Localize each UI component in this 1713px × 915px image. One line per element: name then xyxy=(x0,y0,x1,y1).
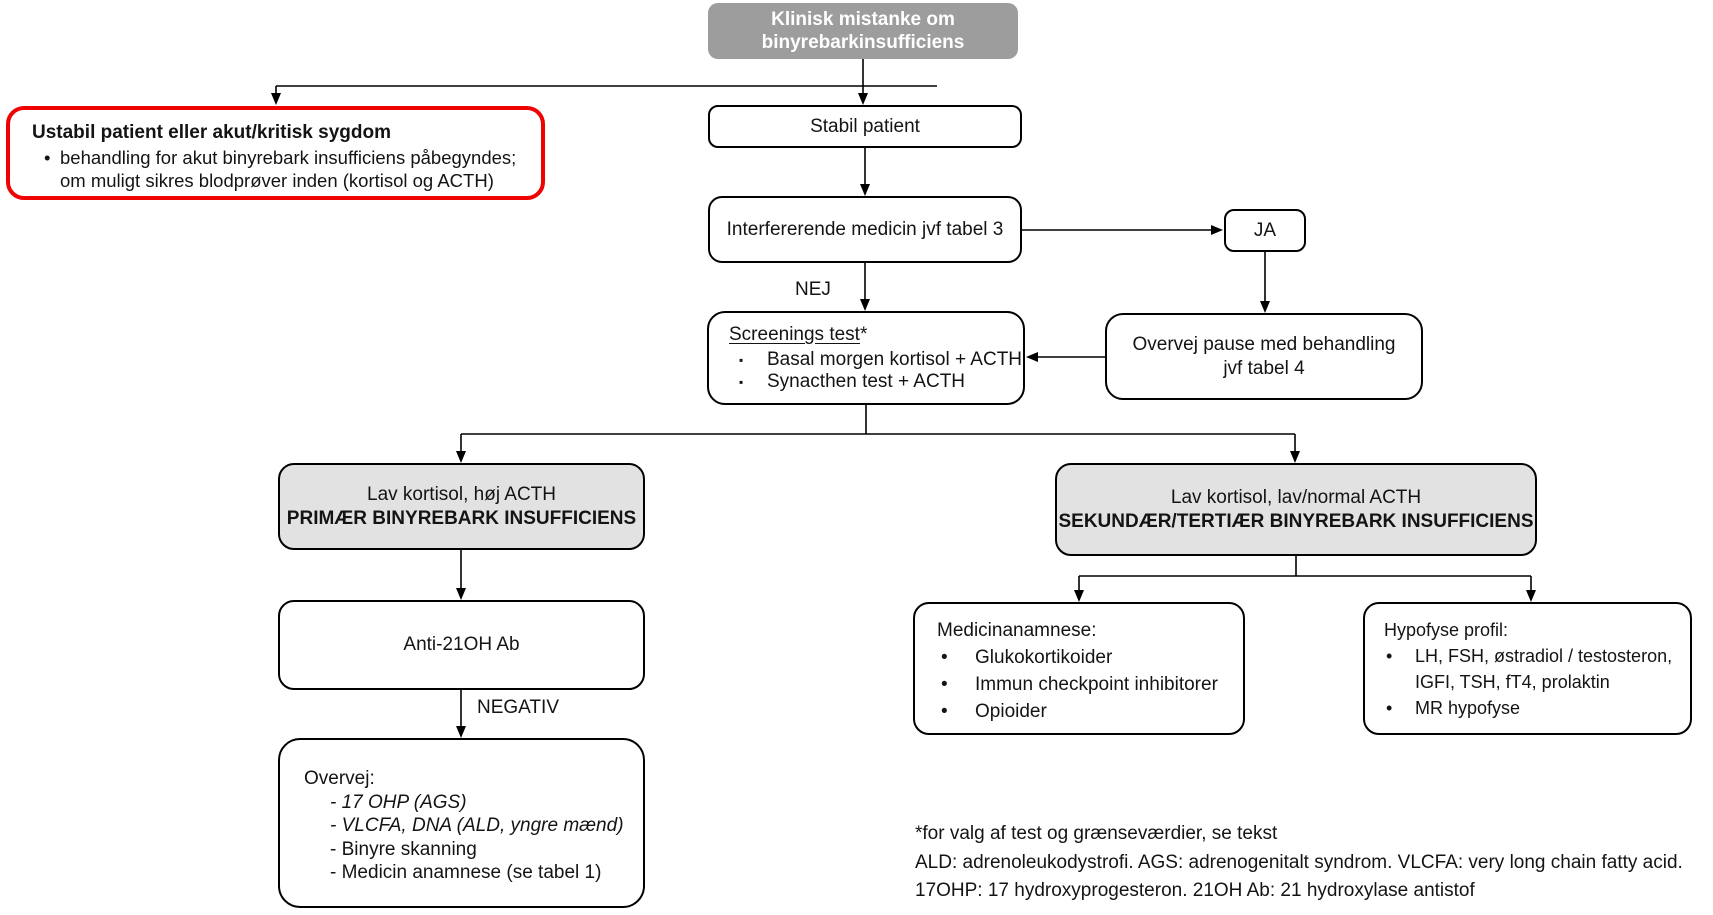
unstable-line2: om muligt sikres blodprøver inden (korti… xyxy=(60,169,494,191)
bullet-dot-icon: • xyxy=(941,701,948,722)
bullet-dot-icon: • xyxy=(1386,698,1393,718)
stable-label: Stabil patient xyxy=(810,115,920,137)
node-screening-test: Screenings test* ▪ Basal morgen kortisol… xyxy=(707,311,1025,405)
node-ja: JA xyxy=(1224,209,1306,252)
unstable-title: Ustabil patient eller akut/kritisk sygdo… xyxy=(32,122,391,143)
unstable-bullet: • behandling for akut binyrebark insuffi… xyxy=(32,147,535,192)
node-clinical-suspicion-label: Klinisk mistanke om binyrebarkinsufficie… xyxy=(761,8,965,53)
bullet-square-icon: ▪ xyxy=(739,375,744,390)
consider-item: - 17 OHP (AGS) xyxy=(330,791,467,813)
secondary-line1: Lav kortisol, lav/normal ACTH xyxy=(1170,487,1422,509)
interfering-label: Interfererende medicin jvf tabel 3 xyxy=(726,218,1004,240)
pituitary-title: Hypofyse profil: xyxy=(1384,620,1509,640)
node-primary-insufficiency: Lav kortisol, høj ACTH PRIMÆR BINYREBARK… xyxy=(278,463,645,550)
negativ-label: NEGATIV xyxy=(477,697,559,718)
node-interfering-medication: Interfererende medicin jvf tabel 3 xyxy=(708,196,1022,263)
node-anti-21oh-ab: Anti-21OH Ab xyxy=(278,600,645,690)
medication-item: • Glukokortikoider xyxy=(937,644,1239,671)
bullet-dot-icon: • xyxy=(1386,646,1393,666)
screening-item: ▪ Basal morgen kortisol + ACTH xyxy=(729,349,1022,371)
anti-21oh-label: Anti-21OH Ab xyxy=(403,634,520,656)
pituitary-item: • MR hypofyse xyxy=(1384,695,1688,721)
screening-title: Screenings test* xyxy=(729,324,868,345)
node-consider: Overvej: - 17 OHP (AGS) - VLCFA, DNA (AL… xyxy=(278,738,645,908)
node-stable-patient: Stabil patient xyxy=(708,105,1022,148)
footnote-line3: 17OHP: 17 hydroxyprogesteron. 21OH Ab: 2… xyxy=(915,880,1475,901)
consider-title: Overvej: xyxy=(304,768,375,789)
bullet-dot-icon: • xyxy=(44,147,51,169)
node-clinical-suspicion: Klinisk mistanke om binyrebarkinsufficie… xyxy=(708,3,1018,59)
footnote: *for valg af test og grænseværdier, se t… xyxy=(915,820,1683,906)
node-pituitary-profile: Hypofyse profil: • LH, FSH, østradiol / … xyxy=(1363,602,1692,735)
primary-line1: Lav kortisol, høj ACTH xyxy=(367,484,556,506)
pause-line1: Overvej pause med behandling xyxy=(1132,334,1396,356)
primary-line2: PRIMÆR BINYREBARK INSUFFICIENS xyxy=(286,507,637,529)
node-secondary-insufficiency: Lav kortisol, lav/normal ACTH SEKUNDÆR/T… xyxy=(1055,463,1537,556)
medication-item: • Opioider xyxy=(937,698,1239,725)
node-pause-treatment: Overvej pause med behandling jvf tabel 4 xyxy=(1105,313,1423,400)
nej-label: NEJ xyxy=(795,279,831,300)
bullet-square-icon: ▪ xyxy=(739,353,744,368)
pause-line2: jvf tabel 4 xyxy=(1223,357,1305,379)
medication-item: • Immun checkpoint inhibitorer xyxy=(937,671,1239,698)
unstable-line1: behandling for akut binyrebark insuffici… xyxy=(60,147,517,169)
medication-title: Medicinanamnese: xyxy=(937,620,1097,641)
screening-item: ▪ Synacthen test + ACTH xyxy=(729,371,1019,393)
bullet-dot-icon: • xyxy=(941,674,948,695)
pituitary-item: • LH, FSH, østradiol / testosteron, IGFI… xyxy=(1384,643,1688,695)
consider-items: - 17 OHP (AGS) - VLCFA, DNA (ALD, yngre … xyxy=(330,791,639,885)
ja-label: JA xyxy=(1253,219,1277,241)
consider-item: - VLCFA, DNA (ALD, yngre mænd) xyxy=(330,815,624,836)
unstable-text: behandling for akut binyrebark insuffici… xyxy=(60,147,516,192)
node-medication-history: Medicinanamnese: • Glukokortikoider • Im… xyxy=(913,602,1245,735)
node-unstable-patient: Ustabil patient eller akut/kritisk sygdo… xyxy=(6,106,545,200)
consider-item: - Medicin anamnese (se tabel 1) xyxy=(330,862,602,883)
secondary-line2: SEKUNDÆR/TERTIÆR BINYREBARK INSUFFICIENS xyxy=(1058,510,1534,532)
bullet-dot-icon: • xyxy=(941,647,948,668)
footnote-line2: ALD: adrenoleukodystrofi. AGS: adrenogen… xyxy=(915,851,1683,873)
footnote-line1: *for valg af test og grænseværdier, se t… xyxy=(915,823,1278,844)
consider-item: - Binyre skanning xyxy=(330,838,477,860)
